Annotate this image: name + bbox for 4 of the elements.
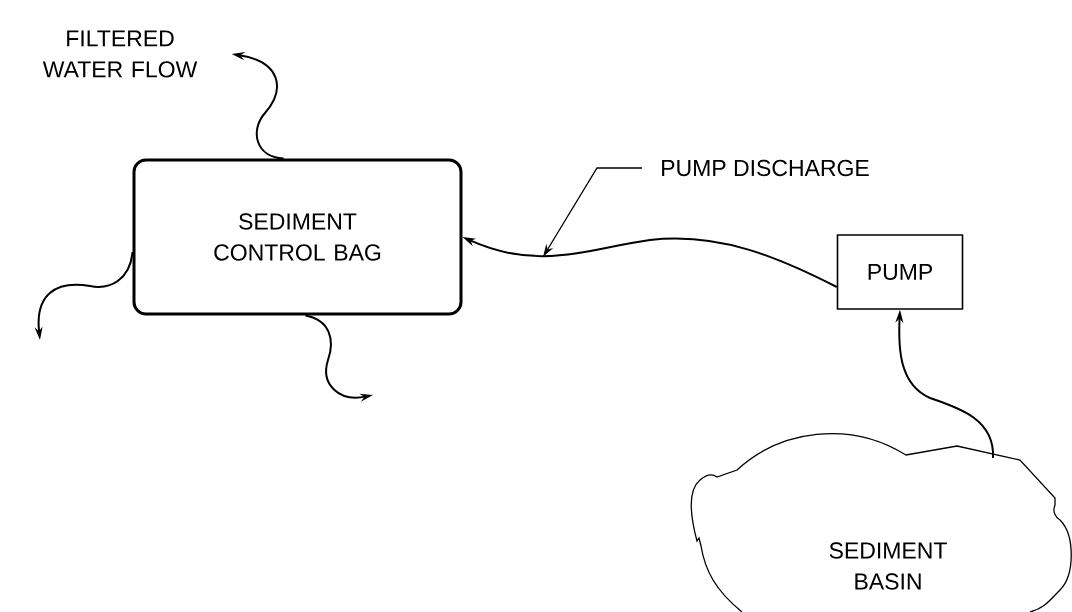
flow-label: FILTERED WATER FLOW [42,30,198,78]
process-box: SEDIMENT CONTROL BAG [132,158,463,316]
pump-box: PUMP [836,234,964,310]
callout-label: PUMP DISCHARGE [662,159,869,177]
